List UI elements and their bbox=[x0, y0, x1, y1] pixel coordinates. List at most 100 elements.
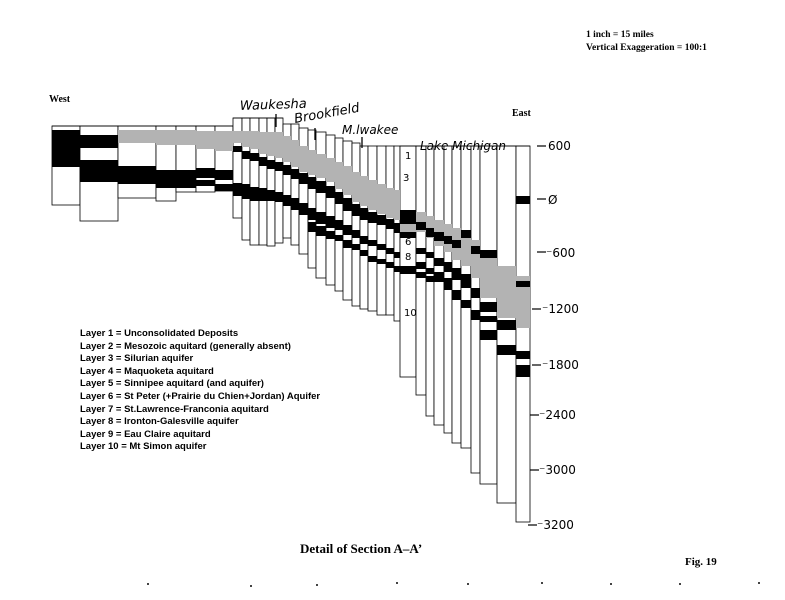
strata-unit bbox=[308, 208, 316, 220]
east-label: East bbox=[512, 108, 531, 119]
elevation-tick: ⁻2400 bbox=[539, 408, 576, 422]
strata-unit bbox=[299, 173, 308, 184]
strata-unit bbox=[400, 210, 416, 224]
strata-unit bbox=[267, 132, 275, 156]
strata-unit bbox=[452, 290, 461, 300]
strata-unit bbox=[444, 262, 452, 272]
strata-unit bbox=[434, 272, 444, 282]
strata-unit bbox=[156, 170, 196, 188]
strata-unit bbox=[480, 302, 497, 312]
strata-unit bbox=[291, 169, 299, 179]
strata-unit bbox=[250, 153, 259, 161]
strata-unit bbox=[416, 262, 426, 269]
column-outline bbox=[334, 137, 344, 292]
vertical-exaggeration-line: Vertical Exaggeration = 100:1 bbox=[586, 43, 707, 53]
elevation-tick: Ø bbox=[548, 193, 557, 207]
strata-unit bbox=[215, 170, 233, 180]
strata-unit bbox=[335, 220, 343, 230]
strata-unit bbox=[343, 225, 352, 235]
strata-unit bbox=[516, 281, 530, 287]
strata-unit bbox=[308, 177, 316, 189]
strata-unit bbox=[352, 172, 360, 202]
strata-unit bbox=[156, 130, 196, 145]
layer-number-8: 8 bbox=[405, 252, 411, 263]
strata-unit bbox=[250, 187, 259, 201]
column-outline bbox=[393, 145, 401, 322]
strata-unit bbox=[299, 146, 308, 172]
strata-unit bbox=[426, 276, 434, 282]
column-outline bbox=[315, 131, 327, 279]
layer-number-6: 6 bbox=[405, 237, 411, 248]
strata-unit bbox=[275, 162, 283, 171]
elevation-tick: ⁻3200 bbox=[537, 518, 574, 532]
west-label: West bbox=[49, 94, 71, 105]
strata-unit bbox=[471, 240, 480, 278]
column-outline bbox=[376, 145, 387, 316]
strata-unit bbox=[267, 190, 275, 201]
legend-item: Layer 7 = St.Lawrence-Franconia aquitard bbox=[80, 403, 269, 415]
strata-unit bbox=[400, 266, 416, 274]
strata-unit bbox=[377, 244, 386, 250]
strata-unit bbox=[386, 248, 394, 254]
strata-unit bbox=[259, 188, 267, 201]
strata-unit bbox=[343, 240, 352, 248]
column-outline bbox=[460, 145, 472, 449]
strata-unit bbox=[400, 232, 416, 238]
strata-unit bbox=[444, 236, 452, 244]
strata-unit bbox=[308, 222, 316, 232]
scale-note: 1 inch = 15 miles Vertical Exaggeration … bbox=[586, 29, 707, 55]
strata-unit bbox=[326, 158, 335, 182]
column-outline bbox=[351, 142, 361, 307]
strata-unit bbox=[400, 224, 416, 232]
elevation-tick: ⁻1200 bbox=[542, 302, 579, 316]
column-outline bbox=[385, 145, 395, 316]
strata-unit bbox=[471, 246, 480, 254]
strata-unit bbox=[461, 300, 471, 308]
column-outline bbox=[479, 145, 498, 485]
strata-unit bbox=[516, 365, 530, 377]
scan-speck bbox=[467, 583, 469, 585]
strata-unit bbox=[434, 232, 444, 241]
scan-speck bbox=[758, 582, 760, 584]
strata-unit bbox=[196, 180, 215, 186]
strata-unit bbox=[516, 276, 530, 328]
scan-speck bbox=[610, 583, 612, 585]
strata-unit bbox=[291, 140, 299, 167]
legend-item: Layer 6 = St Peter (+Prairie du Chien+Jo… bbox=[80, 390, 321, 402]
figure-title: Detail of Section A–A’ bbox=[300, 541, 423, 556]
strata-unit bbox=[326, 216, 335, 228]
strata-unit bbox=[426, 268, 434, 274]
strata-unit bbox=[377, 215, 386, 225]
elevation-scale: 600 Ø ⁻600 ⁻1200 ⁻1800 ⁻2400 ⁻3000 ⁻3200 bbox=[528, 139, 579, 532]
column-outline bbox=[325, 134, 336, 286]
strata-unit bbox=[291, 198, 299, 210]
strata-unit bbox=[394, 266, 400, 272]
strata-unit bbox=[471, 288, 480, 298]
figure-number: Fig. 19 bbox=[685, 556, 717, 568]
strata-unit bbox=[196, 168, 215, 178]
scan-speck bbox=[541, 582, 543, 584]
strata-unit bbox=[377, 259, 386, 264]
strata-unit bbox=[233, 131, 242, 143]
strata-unit bbox=[461, 274, 471, 288]
strata-unit bbox=[80, 135, 118, 148]
strata-unit bbox=[434, 258, 444, 266]
strata-unit bbox=[299, 203, 308, 215]
strata-unit bbox=[308, 150, 316, 175]
strata-unit bbox=[360, 208, 368, 220]
strata-unit bbox=[233, 146, 242, 152]
strata-unit bbox=[215, 184, 233, 191]
legend-item: Layer 3 = Silurian aquifer bbox=[80, 353, 194, 365]
strata-unit bbox=[426, 252, 434, 258]
legend-item: Layer 5 = Sinnipee aquitard (and aquifer… bbox=[80, 378, 264, 390]
strata-unit bbox=[386, 219, 394, 229]
strata-unit bbox=[335, 235, 343, 241]
strata-unit bbox=[259, 132, 267, 154]
scan-speck bbox=[396, 582, 398, 584]
legend-item: Layer 10 = Mt Simon aquifer bbox=[80, 441, 207, 453]
column-outline bbox=[359, 145, 369, 310]
elevation-tick: ⁻1800 bbox=[542, 358, 579, 372]
strata-unit bbox=[275, 192, 283, 202]
layer-number-3: 3 bbox=[403, 173, 409, 184]
strata-unit bbox=[471, 310, 480, 320]
